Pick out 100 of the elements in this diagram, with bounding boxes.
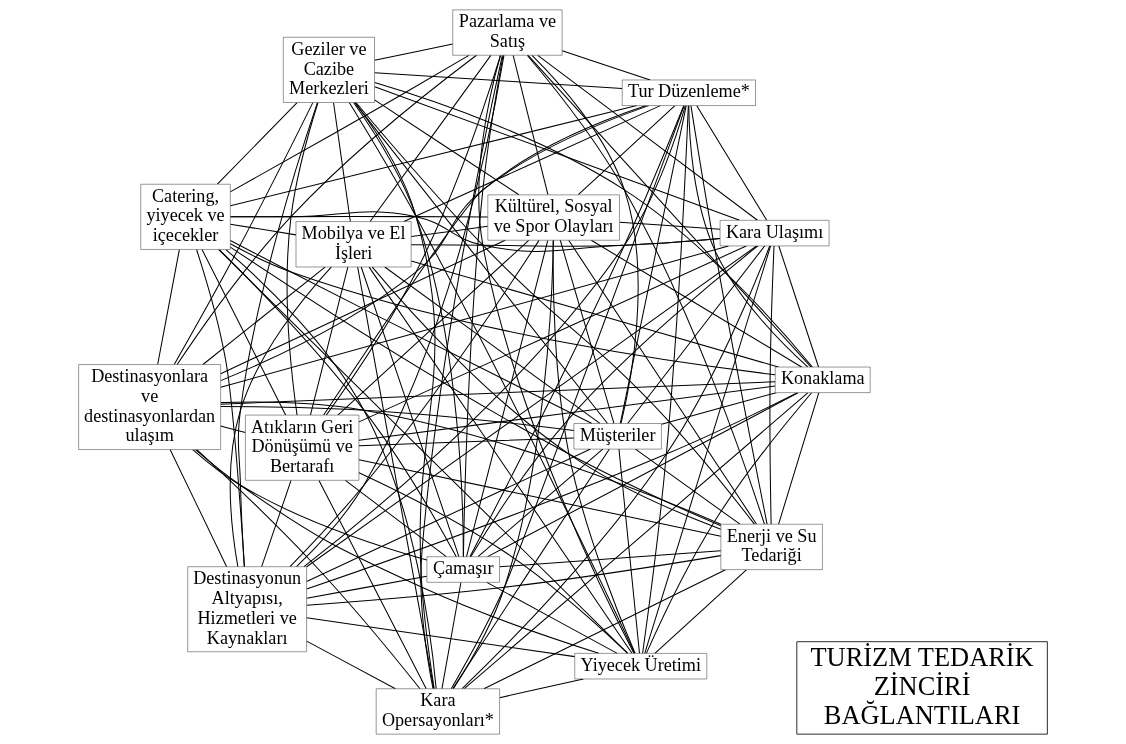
connector bbox=[568, 239, 758, 525]
node-box: Tur Düzenleme* bbox=[622, 79, 756, 106]
connector bbox=[306, 245, 758, 568]
connector bbox=[354, 102, 609, 424]
connector bbox=[470, 245, 759, 558]
connector bbox=[220, 406, 575, 432]
node-box: Atıkların Geri Dönüşümü ve Bertarafı bbox=[245, 414, 360, 481]
connector bbox=[403, 105, 661, 223]
connector bbox=[303, 105, 686, 568]
node-box: TURİZM TEDARİK ZİNCİRİ BAĞLANTILARI bbox=[796, 641, 1048, 735]
connector bbox=[229, 216, 489, 218]
connector bbox=[220, 239, 506, 375]
node-box: Yiyecek Üretimi bbox=[574, 653, 708, 680]
connector bbox=[531, 54, 639, 424]
connector bbox=[696, 105, 768, 221]
connector bbox=[374, 86, 741, 221]
connector bbox=[483, 569, 727, 690]
connector bbox=[577, 105, 676, 196]
connector bbox=[358, 459, 722, 537]
connector bbox=[157, 249, 180, 365]
node-box: Kara Opersayonları* bbox=[375, 688, 500, 735]
connector bbox=[220, 401, 722, 525]
node-box: Konaklama bbox=[775, 366, 871, 393]
connector bbox=[644, 245, 772, 654]
connector bbox=[192, 449, 428, 561]
node-box: Enerji ve Su Tedariği bbox=[720, 524, 823, 570]
connector bbox=[368, 266, 633, 654]
node-box: Destinasyonun Altyapısı, Hizmetleri ve Kaynakları bbox=[187, 566, 307, 652]
connector bbox=[173, 102, 314, 365]
connector bbox=[441, 581, 462, 690]
connector bbox=[218, 249, 457, 558]
connector bbox=[374, 72, 623, 90]
connector bbox=[618, 448, 640, 654]
connector bbox=[306, 617, 576, 658]
connector bbox=[487, 392, 799, 558]
connector bbox=[216, 102, 298, 185]
connector bbox=[237, 102, 318, 568]
node-box: Müşteriler bbox=[573, 423, 662, 450]
connector bbox=[384, 266, 601, 424]
node-box: Destinasyonlara ve destinasyonlardan ulaşım bbox=[78, 364, 221, 450]
connector bbox=[527, 54, 812, 368]
connector bbox=[645, 392, 813, 654]
connector bbox=[225, 249, 437, 690]
connector bbox=[353, 102, 464, 558]
connector bbox=[452, 448, 610, 690]
connector bbox=[355, 102, 755, 525]
connector bbox=[371, 266, 722, 530]
connector bbox=[337, 239, 530, 416]
connector bbox=[196, 248, 245, 568]
connector bbox=[512, 54, 549, 196]
connector bbox=[634, 448, 741, 525]
connector bbox=[478, 54, 635, 654]
connector bbox=[559, 239, 615, 424]
connector bbox=[619, 105, 687, 424]
node-box: Geziler ve Cazibe Merkezleri bbox=[283, 37, 375, 103]
connector bbox=[619, 221, 721, 230]
connector bbox=[358, 437, 575, 447]
connector bbox=[462, 54, 504, 558]
connector bbox=[194, 449, 600, 654]
connector bbox=[309, 266, 349, 416]
connector bbox=[486, 581, 618, 654]
node-box: Mobilya ve El İşleri bbox=[295, 221, 412, 268]
connector bbox=[229, 246, 722, 527]
connector bbox=[306, 640, 396, 690]
connector bbox=[333, 102, 351, 222]
connector bbox=[229, 239, 593, 424]
connector bbox=[196, 449, 421, 690]
connector bbox=[410, 225, 489, 238]
connector bbox=[360, 266, 460, 558]
connector bbox=[202, 266, 326, 365]
node-box: Catering, yiyecek ve içecekler bbox=[140, 184, 231, 250]
connector bbox=[344, 479, 447, 558]
connector bbox=[452, 239, 554, 690]
connector bbox=[627, 245, 766, 424]
connector bbox=[374, 82, 813, 368]
node-box: Pazarlama ve Satış bbox=[452, 9, 563, 56]
connector bbox=[357, 266, 435, 690]
connector bbox=[358, 245, 747, 423]
connector bbox=[688, 105, 809, 368]
connector bbox=[348, 102, 636, 654]
connector bbox=[769, 245, 775, 525]
connector bbox=[229, 54, 470, 193]
connector bbox=[778, 245, 820, 368]
connector bbox=[526, 54, 765, 525]
connector bbox=[220, 381, 776, 405]
connector bbox=[374, 43, 454, 61]
connector bbox=[169, 449, 228, 568]
connector bbox=[778, 392, 820, 525]
connector bbox=[306, 575, 428, 599]
connector bbox=[358, 385, 776, 441]
node-box: Kültürel, Sosyal ve Spor Olayları bbox=[487, 194, 620, 241]
connector bbox=[369, 54, 492, 223]
connector bbox=[461, 245, 771, 690]
node-box: Çamaşır bbox=[426, 556, 500, 583]
connector bbox=[229, 243, 776, 376]
connector bbox=[477, 448, 604, 558]
connector bbox=[261, 479, 292, 568]
connector bbox=[450, 105, 685, 690]
connector bbox=[499, 550, 722, 568]
connector bbox=[654, 569, 748, 654]
